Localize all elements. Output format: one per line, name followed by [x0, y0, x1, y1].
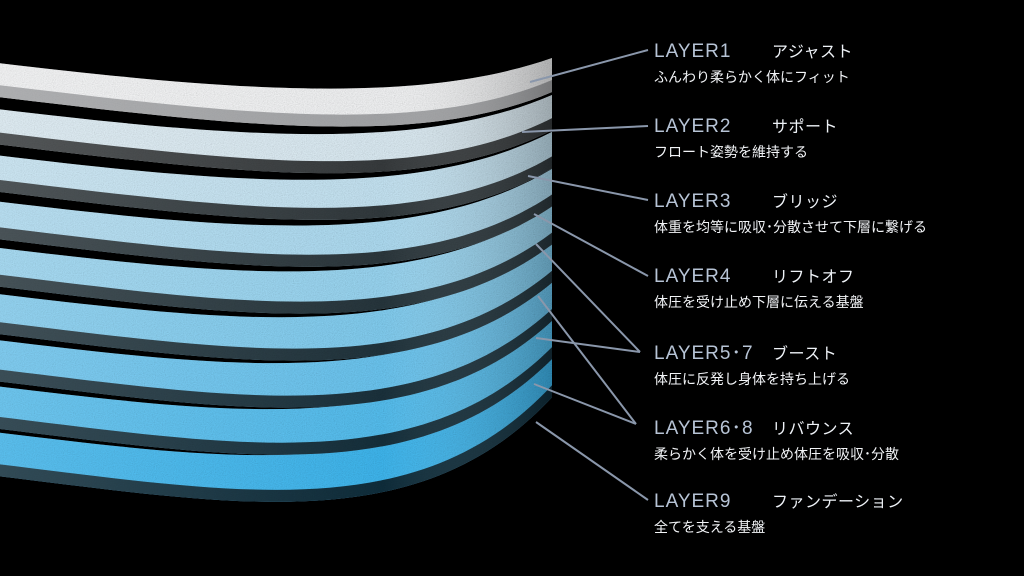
layer-heading: LAYER2 サポート	[654, 113, 1014, 138]
foam-layer-shade-9	[0, 353, 552, 502]
leader-line-4	[533, 213, 649, 277]
layer-description: 体重を均等に吸収･分散させて下層に繋げる	[654, 220, 927, 236]
layer-label-3: LAYER3 ブリッジ体重を均等に吸収･分散させて下層に繋げる	[654, 188, 1014, 237]
foam-layer-shade-6	[0, 242, 552, 361]
layer-description: フロート姿勢を維持する	[654, 145, 808, 161]
layer-heading: LAYER4 リフトオフ	[654, 263, 1014, 288]
layer-description: 柔らかく体を受け止め体圧を吸収･分散	[654, 447, 899, 463]
layer-code: LAYER2	[654, 116, 732, 137]
leader-line-1	[529, 49, 649, 83]
layer-name: リバウンス	[772, 419, 855, 438]
leader-line-5-1	[535, 243, 641, 353]
layer-label-6: LAYER6･8 リバウンス柔らかく体を受け止め体圧を吸収･分散	[654, 413, 1014, 464]
layer-name: リフトオフ	[772, 267, 855, 286]
leader-line-2	[521, 125, 649, 133]
layer-description: ふんわり柔らかく体にフィット	[654, 70, 850, 86]
leader-line-7	[535, 421, 649, 501]
layer-name: ブースト	[772, 344, 838, 363]
foam-layer-shade-7	[0, 279, 552, 408]
leader-line-5-2	[535, 337, 641, 353]
layer-label-5: LAYER5･7 ブースト体圧に反発し身体を持ち上げる	[654, 338, 1014, 389]
layer-code: LAYER1	[654, 41, 732, 62]
foam-layer-shade-2	[0, 94, 552, 174]
layer-label-7: LAYER9 ファンデーション全てを支える基盤	[654, 488, 1014, 537]
leader-line-6-2	[533, 383, 637, 425]
layer-code: LAYER4	[654, 266, 732, 287]
layer-code: LAYER9	[654, 491, 732, 512]
foam-layer-shade-8	[0, 316, 552, 455]
layer-heading: LAYER1 アジャスト	[654, 38, 1014, 63]
layer-name: アジャスト	[772, 42, 854, 61]
layer-label-4: LAYER4 リフトオフ体圧を受け止め下層に伝える基盤	[654, 263, 1014, 312]
layer-description: 全てを支える基盤	[654, 520, 766, 536]
leader-line-3	[527, 175, 649, 201]
layer-heading: LAYER6･8 リバウンス	[654, 413, 1014, 440]
foam-layer-shade-4	[0, 168, 552, 267]
layer-name: サポート	[772, 117, 839, 136]
foam-layer-shade-3	[0, 131, 552, 220]
layer-description: 体圧を受け止め下層に伝える基盤	[654, 295, 864, 311]
layer-name: ブリッジ	[772, 192, 839, 211]
layer-heading: LAYER5･7 ブースト	[654, 338, 1014, 365]
layer-code: LAYER6･8	[654, 418, 754, 439]
layer-code: LAYER5･7	[654, 343, 754, 364]
foam-layer-shade-5	[0, 205, 552, 314]
layer-heading: LAYER3 ブリッジ	[654, 188, 1014, 213]
layer-heading: LAYER9 ファンデーション	[654, 488, 1014, 513]
layer-name: ファンデーション	[772, 492, 904, 511]
layer-label-1: LAYER1 アジャストふんわり柔らかく体にフィット	[654, 38, 1014, 87]
layer-label-2: LAYER2 サポートフロート姿勢を維持する	[654, 113, 1014, 162]
leader-line-6-1	[537, 295, 637, 425]
foam-layer-shade-1	[0, 58, 552, 127]
layer-description: 体圧に反発し身体を持ち上げる	[654, 372, 850, 388]
layer-code: LAYER3	[654, 191, 732, 212]
